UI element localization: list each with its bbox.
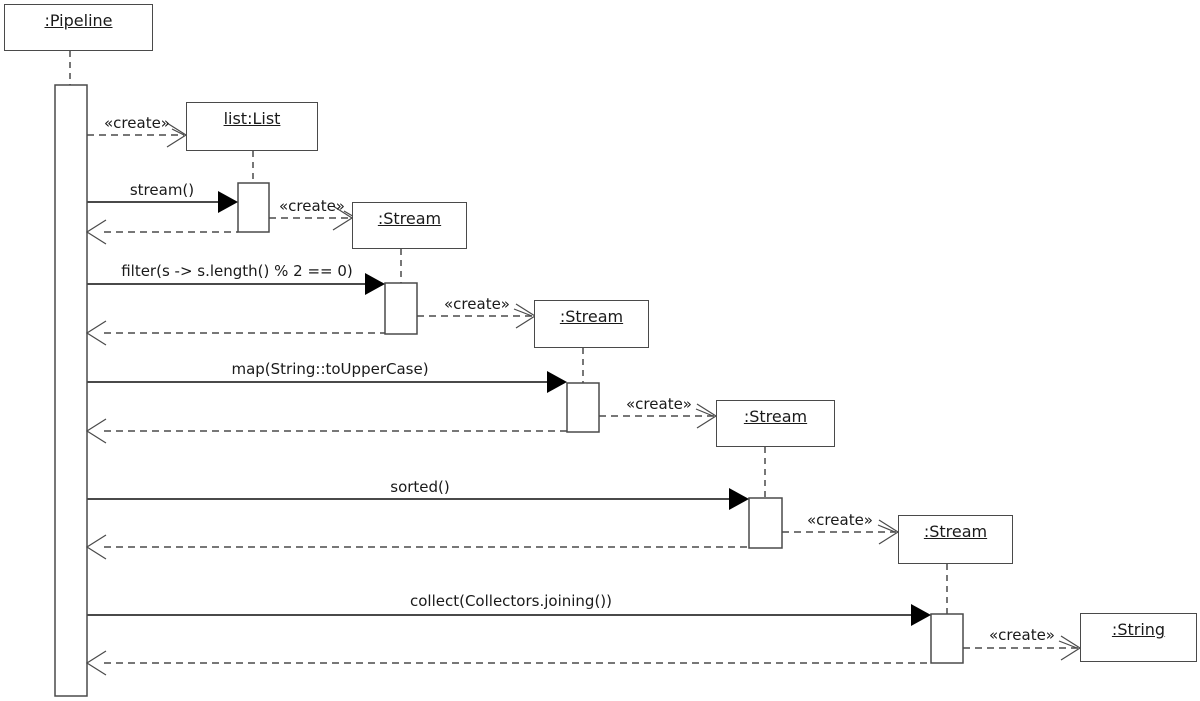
object-box-pipeline: :Pipeline [4, 4, 153, 51]
object-box-string: :String [1080, 613, 1197, 662]
message-label-create-string: «create» [989, 626, 1055, 644]
object-box-stream1: :Stream [352, 202, 467, 249]
object-box-list: list:List [186, 102, 318, 151]
object-box-stream2: :Stream [534, 300, 649, 348]
object-box-stream4: :Stream [898, 515, 1013, 564]
message-label-create-stream3: «create» [626, 395, 692, 413]
create-arrow-stream2-leader [513, 308, 533, 317]
create-arrow-stream3-leader [695, 408, 714, 417]
message-label-map: map(String::toUpperCase) [231, 360, 429, 378]
return-arrowhead-3 [85, 418, 107, 444]
object-label-stream1: :Stream [377, 209, 442, 228]
activation-pipeline [54, 84, 88, 697]
call-arrowhead-collect [911, 604, 931, 626]
message-label-collect: collect(Collectors.joining()) [409, 592, 613, 610]
call-arrowhead-stream [218, 191, 238, 213]
object-label-string: :String [1111, 620, 1166, 639]
activation-stream2 [566, 382, 600, 433]
message-label-create-stream1: «create» [279, 197, 345, 215]
return-arrowhead-4 [85, 534, 107, 560]
object-label-stream3: :Stream [743, 407, 808, 426]
object-label-pipeline: :Pipeline [44, 11, 113, 30]
object-box-stream3: :Stream [716, 400, 835, 447]
return-arrowhead-2 [85, 320, 107, 346]
return-arrowhead-1 [85, 219, 107, 245]
object-label-list: list:List [223, 109, 281, 128]
message-label-create-stream2: «create» [444, 295, 510, 313]
object-label-stream2: :Stream [559, 307, 624, 326]
message-label-create-stream4: «create» [807, 511, 873, 529]
activation-list [237, 182, 270, 233]
message-label-sorted: sorted() [390, 478, 450, 496]
object-label-stream4: :Stream [923, 522, 988, 541]
message-label-stream: stream() [129, 181, 195, 199]
message-label-filter: filter(s -> s.length() % 2 == 0) [121, 262, 353, 280]
create-arrow-stream4-leader [877, 524, 896, 533]
activation-stream3 [748, 497, 783, 549]
create-arrow-list-leader [171, 128, 185, 136]
call-arrowhead-map [547, 371, 567, 393]
call-arrowhead-filter [365, 273, 385, 295]
activation-stream1 [384, 282, 418, 335]
message-label-create-list: «create» [104, 114, 170, 132]
return-arrowhead-5 [85, 650, 107, 676]
call-arrowhead-sorted [729, 488, 749, 510]
activation-stream4 [930, 613, 964, 664]
create-arrow-string-leader [1058, 640, 1078, 649]
